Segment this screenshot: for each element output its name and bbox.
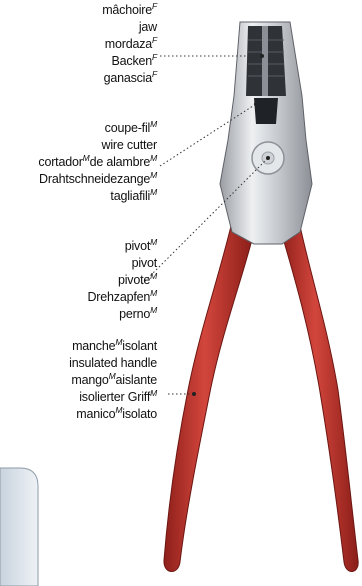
term-line: pivotM bbox=[87, 238, 157, 255]
term-line: manicoMisolato bbox=[69, 406, 157, 423]
term-text: isolato bbox=[122, 407, 157, 421]
term-line: pernoM bbox=[87, 306, 157, 323]
term-line: jaw bbox=[102, 19, 157, 36]
term-text: tagliafili bbox=[110, 189, 150, 203]
term-text: mango bbox=[71, 373, 108, 387]
term-text: pivot bbox=[132, 256, 157, 270]
term-line: mangoMaislante bbox=[69, 372, 157, 389]
term-text: Drahtschneidezange bbox=[39, 172, 150, 186]
term-text: Drehzapfen bbox=[87, 290, 150, 304]
term-text: manico bbox=[76, 407, 115, 421]
gender-marker: M bbox=[150, 237, 157, 247]
term-text: jaw bbox=[139, 20, 157, 34]
term-text: mordaza bbox=[105, 37, 152, 51]
term-text: isolierter Griff bbox=[79, 390, 150, 404]
gender-marker: M bbox=[150, 153, 157, 163]
term-line: wire cutter bbox=[38, 137, 157, 154]
term-line: tagliafiliM bbox=[38, 188, 157, 205]
term-line: insulated handle bbox=[69, 355, 157, 372]
gender-marker: M bbox=[150, 170, 157, 180]
term-text: mâchoire bbox=[102, 3, 152, 17]
term-line: BackenF bbox=[102, 53, 157, 70]
term-line: ganasciaF bbox=[102, 70, 157, 87]
term-text: coupe-fil bbox=[105, 121, 150, 135]
term-text: perno bbox=[119, 307, 150, 321]
term-line: cortadorMde alambreM bbox=[38, 154, 157, 171]
term-text: aislante bbox=[116, 373, 158, 387]
gender-marker: F bbox=[152, 52, 157, 62]
term-text: cortador bbox=[38, 155, 82, 169]
gender-marker: M bbox=[83, 153, 90, 163]
term-line: coupe-filM bbox=[38, 120, 157, 137]
term-text: pivot bbox=[125, 239, 150, 253]
gender-marker: M bbox=[150, 388, 157, 398]
insulated-handles bbox=[164, 222, 358, 572]
term-line: pivot bbox=[87, 255, 157, 272]
term-text: Backen bbox=[112, 54, 153, 68]
term-text: insulated handle bbox=[69, 356, 157, 370]
gender-marker: M bbox=[150, 288, 157, 298]
gender-marker: M bbox=[109, 371, 116, 381]
term-text: manche bbox=[72, 339, 115, 353]
term-line: pivoteM bbox=[87, 272, 157, 289]
term-text: pivote bbox=[118, 273, 150, 287]
gender-marker: M bbox=[150, 271, 157, 281]
term-line: isolierter GriffM bbox=[69, 389, 157, 406]
term-line: DrahtschneidezangeM bbox=[38, 171, 157, 188]
gender-marker: M bbox=[150, 119, 157, 129]
gender-marker: F bbox=[152, 69, 157, 79]
gender-marker: M bbox=[150, 305, 157, 315]
term-text: wire cutter bbox=[102, 138, 157, 152]
gender-marker: F bbox=[152, 1, 157, 11]
background-panel bbox=[0, 468, 38, 586]
term-line: mâchoireF bbox=[102, 2, 157, 19]
term-text: de alambre bbox=[90, 155, 151, 169]
gender-marker: F bbox=[152, 35, 157, 45]
pliers-head bbox=[220, 22, 312, 244]
term-line: mordazaF bbox=[102, 36, 157, 53]
gender-marker: M bbox=[150, 187, 157, 197]
term-text: ganascia bbox=[104, 71, 152, 85]
term-line: DrehzapfenM bbox=[87, 289, 157, 306]
term-line: mancheMisolant bbox=[69, 338, 157, 355]
term-text: isolant bbox=[122, 339, 157, 353]
